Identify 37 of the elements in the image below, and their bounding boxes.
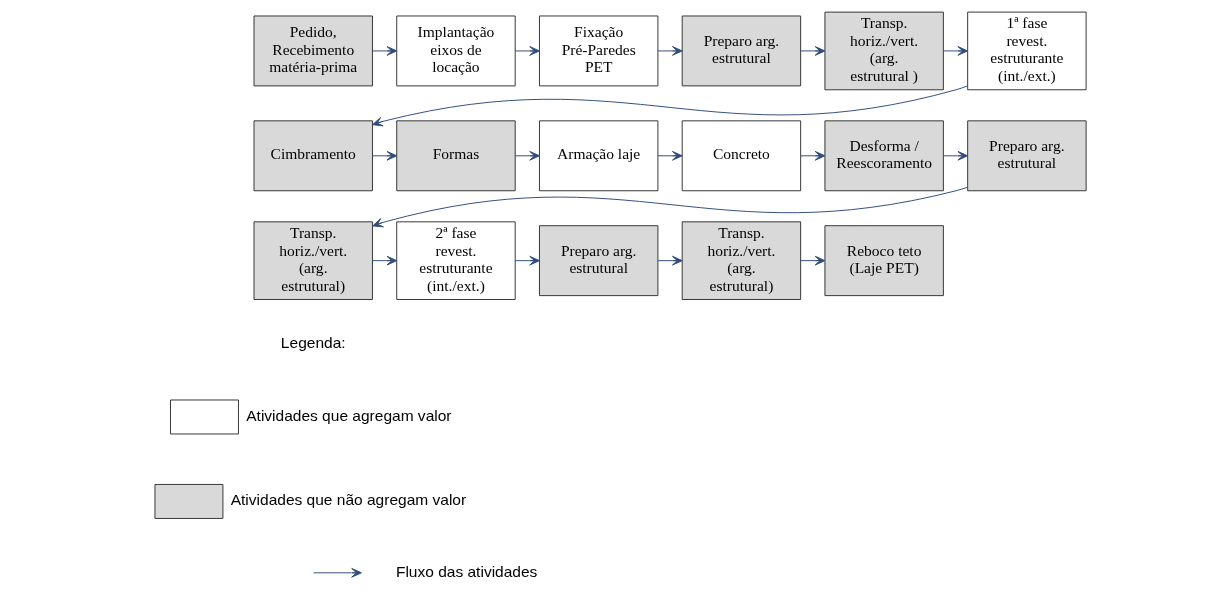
arrow bbox=[372, 46, 398, 56]
node-box: Preparo arg. estrutural bbox=[538, 225, 659, 297]
node-box: Transp. horiz./vert. (arg. estrutural) bbox=[681, 221, 802, 300]
legend-label: Atividades que não agregam valor bbox=[230, 491, 467, 509]
arrow bbox=[514, 46, 540, 56]
arrow bbox=[372, 150, 398, 161]
arrow bbox=[800, 46, 826, 56]
arrow bbox=[943, 46, 969, 56]
arrow bbox=[372, 85, 968, 127]
node-box: Transp. horiz./vert. (arg. estrutural) bbox=[253, 221, 373, 300]
arrow bbox=[372, 255, 398, 266]
node-box: Implantação eixos de locação bbox=[396, 15, 516, 87]
arrow bbox=[657, 255, 683, 266]
node-box: 2ª fase revest. estruturante (int./ext.) bbox=[396, 221, 516, 300]
node-box: Reboco teto (Laje PET) bbox=[824, 225, 944, 297]
arrow bbox=[372, 186, 969, 228]
node-box: Armação laje bbox=[538, 120, 659, 192]
arrow bbox=[800, 255, 826, 266]
label: Legenda: bbox=[280, 334, 346, 352]
node-box: Formas bbox=[396, 120, 516, 192]
legend-label: Atividades que agregam valor bbox=[246, 406, 452, 424]
legend-label: Fluxo das atividades bbox=[395, 562, 538, 580]
node-box: Preparo arg. estrutural bbox=[681, 15, 802, 87]
node-box: Transp. horiz./vert. (arg. estrutural ) bbox=[824, 11, 944, 91]
arrow bbox=[657, 150, 683, 161]
node-box: Fixação Pré-Paredes PET bbox=[538, 15, 659, 87]
arrow bbox=[657, 46, 683, 56]
node-box: Desforma / Reescoramento bbox=[824, 120, 944, 192]
node-box: Pedido, Recebimento matéria-prima bbox=[253, 15, 373, 87]
arrow bbox=[514, 150, 540, 161]
node-box: Preparo arg. estrutural bbox=[967, 120, 1087, 192]
node-box: Concreto bbox=[681, 120, 802, 192]
arrow bbox=[800, 150, 826, 161]
arrow bbox=[514, 255, 540, 266]
node-box: Cimbramento bbox=[253, 120, 373, 192]
node-box: 1ª fase revest. estruturante (int./ext.) bbox=[967, 11, 1087, 91]
arrow bbox=[943, 150, 969, 161]
